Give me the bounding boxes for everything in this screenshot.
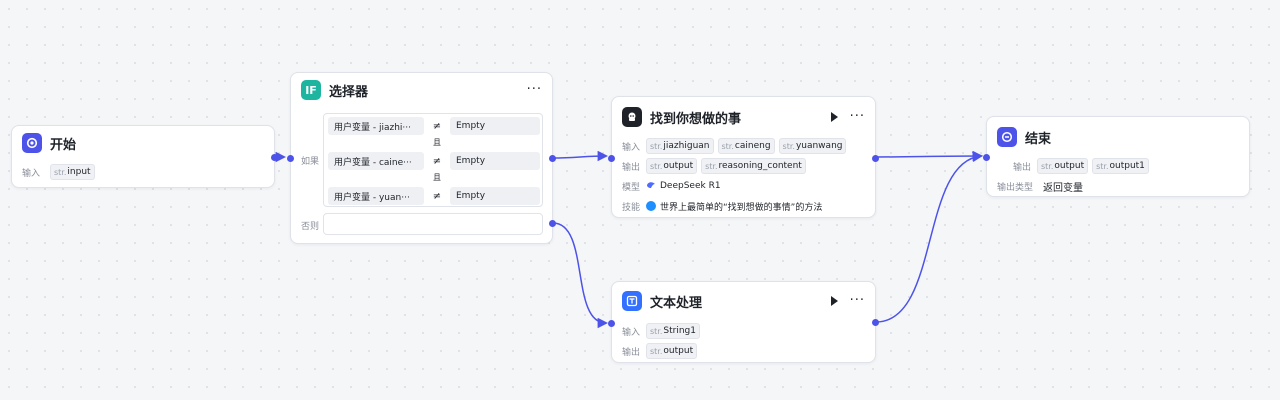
selector-node[interactable]: IF 选择器 ··· 如果 用户变量 - jiazhi··· ≠ Empty 且… — [287, 72, 556, 244]
input-tag: str.caineng — [717, 138, 775, 154]
text-process-node[interactable]: 文本处理 ··· 输入 str.String1 输出 str.output — [608, 281, 879, 363]
llm-output-port[interactable] — [872, 155, 879, 162]
if-icon: IF — [301, 80, 321, 100]
input-tag: str.String1 — [646, 323, 700, 339]
llm-model-label: 模型 — [622, 182, 641, 193]
else-label: 否则 — [301, 222, 320, 232]
input-tag: str.jiazhiguan — [646, 138, 714, 154]
condition-operator[interactable]: ≠ — [432, 155, 442, 167]
start-input-tag: str.input — [50, 164, 95, 180]
start-output-port[interactable] — [271, 154, 278, 161]
condition-operator[interactable]: ≠ — [432, 120, 442, 132]
more-icon[interactable]: ··· — [849, 109, 865, 124]
end-output-type[interactable]: 返回变量 — [1043, 182, 1083, 194]
text-input-label: 输入 — [622, 327, 641, 338]
if-label: 如果 — [301, 157, 320, 167]
else-output-port[interactable] — [549, 220, 556, 227]
condition-value[interactable]: Empty — [450, 187, 540, 205]
edge-text-to-end — [875, 151, 984, 323]
input-tag: str.yuanwang — [778, 138, 847, 154]
llm-input-label: 输入 — [622, 142, 641, 153]
output-tag: str.output1 — [1092, 158, 1149, 174]
skill-icon — [646, 201, 656, 211]
condition-value[interactable]: Empty — [450, 152, 540, 170]
more-icon[interactable]: ··· — [849, 293, 865, 308]
condition-value[interactable]: Empty — [450, 117, 540, 135]
start-node[interactable]: 开始 输入 str.input — [11, 125, 278, 188]
if-output-port[interactable] — [549, 155, 556, 162]
condition-row[interactable]: 用户变量 - caine··· ≠ Empty — [324, 152, 542, 170]
end-input-port[interactable] — [983, 154, 990, 161]
start-icon — [22, 133, 42, 153]
output-tag: str.reasoning_content — [701, 158, 806, 174]
condition-group: 用户变量 - jiazhi··· ≠ Empty 且 用户变量 - caine·… — [323, 113, 543, 207]
more-icon[interactable]: ··· — [526, 82, 542, 97]
output-tag: str.output — [646, 158, 698, 174]
text-node-title: 文本处理 — [650, 295, 703, 311]
text-input-port[interactable] — [608, 320, 615, 327]
deepseek-icon — [646, 181, 656, 192]
run-icon[interactable] — [830, 112, 838, 122]
llm-input-port[interactable] — [608, 155, 615, 162]
text-output-label: 输出 — [622, 347, 641, 358]
start-input-label: 输入 — [22, 168, 41, 179]
end-icon — [997, 127, 1017, 147]
text-process-icon — [622, 291, 642, 311]
else-branch[interactable] — [323, 213, 543, 235]
condition-row[interactable]: 用户变量 - yuan··· ≠ Empty — [324, 187, 542, 205]
end-node-title: 结束 — [1025, 131, 1052, 147]
output-tag: str.output — [646, 343, 698, 359]
condition-operator[interactable]: ≠ — [432, 190, 442, 202]
condition-row[interactable]: 用户变量 - jiazhi··· ≠ Empty — [324, 117, 542, 135]
selector-node-title: 选择器 — [329, 84, 369, 100]
start-node-title: 开始 — [50, 137, 77, 153]
edge-llm-to-end — [875, 150, 984, 162]
llm-output-label: 输出 — [622, 162, 641, 173]
edge-if-to-llm — [552, 150, 609, 162]
model-name: DeepSeek R1 — [660, 181, 721, 191]
end-output-label: 输出 — [1013, 162, 1032, 173]
skill-name[interactable]: 世界上最简单的“找到想做的事情”的方法 — [660, 202, 823, 213]
selector-input-port[interactable] — [287, 155, 294, 162]
condition-variable[interactable]: 用户变量 - caine··· — [328, 152, 424, 170]
condition-variable[interactable]: 用户变量 - yuan··· — [328, 187, 424, 205]
llm-skill-label: 技能 — [622, 202, 641, 213]
run-icon[interactable] — [830, 296, 838, 306]
llm-node-title: 找到你想做的事 — [650, 111, 742, 127]
end-node[interactable]: 结束 输出 str.output str.output1 输出类型 返回变量 — [983, 116, 1250, 197]
output-tag: str.output — [1037, 158, 1089, 174]
end-output-type-label: 输出类型 — [997, 182, 1034, 193]
llm-icon — [622, 107, 642, 127]
condition-logic[interactable]: 且 — [433, 173, 441, 182]
condition-variable[interactable]: 用户变量 - jiazhi··· — [328, 117, 424, 135]
text-output-port[interactable] — [872, 319, 879, 326]
edge-else-to-text — [552, 222, 609, 329]
llm-node[interactable]: 找到你想做的事 ··· 输入 str.jiazhiguan str.cainen… — [608, 96, 879, 218]
condition-logic[interactable]: 且 — [433, 138, 441, 147]
